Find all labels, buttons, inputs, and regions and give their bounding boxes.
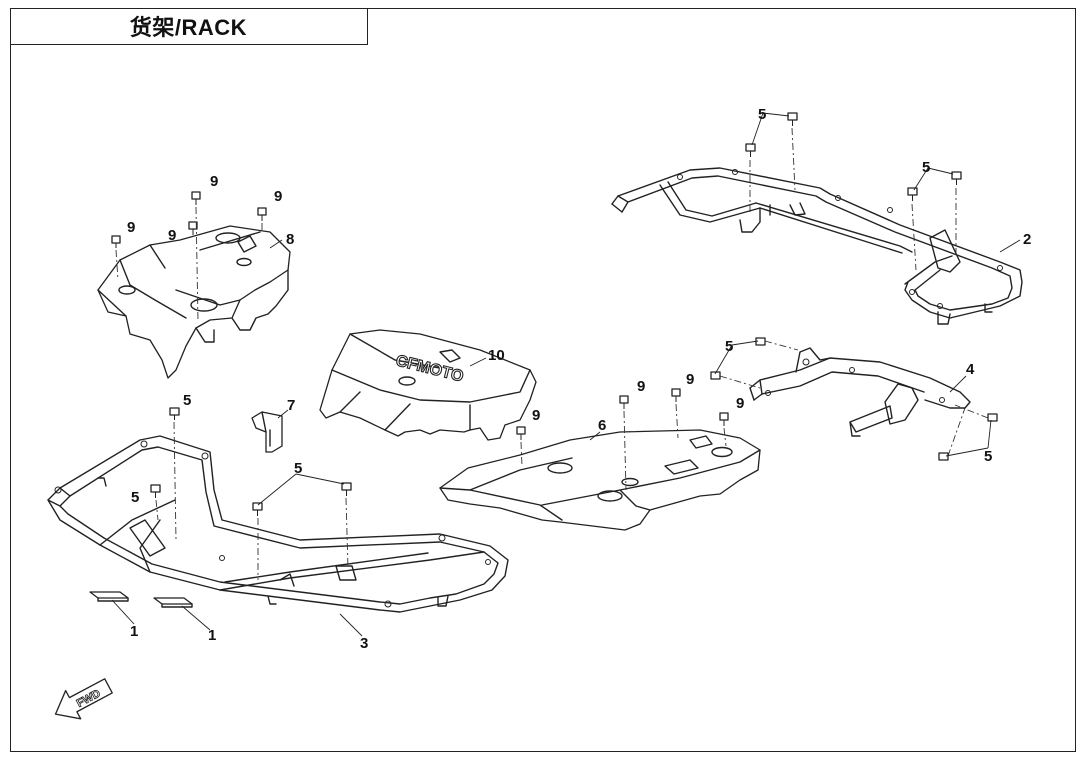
callout-5-mid: 5 bbox=[294, 460, 302, 477]
fwd-arrow-icon: FWD bbox=[54, 678, 113, 720]
callout-9-h: 9 bbox=[736, 395, 744, 412]
bolt-5-icon bbox=[938, 452, 949, 461]
callout-1a: 1 bbox=[130, 623, 138, 640]
bolt-9-icon bbox=[516, 426, 526, 440]
part-7-clip bbox=[251, 411, 283, 453]
bolt-9-icon bbox=[188, 221, 198, 235]
callout-9-d: 9 bbox=[274, 188, 282, 205]
callout-6: 6 bbox=[598, 417, 606, 434]
part-1-pad-right bbox=[153, 597, 193, 608]
fwd-label: FWD bbox=[75, 688, 103, 710]
callout-2: 2 bbox=[1023, 231, 1031, 248]
callout-9-c: 9 bbox=[168, 227, 176, 244]
bolt-9-icon bbox=[619, 395, 629, 409]
bolt-5-icon bbox=[150, 484, 161, 498]
bolt-9-icon bbox=[671, 388, 681, 402]
part-3-front-rack-frame bbox=[47, 435, 509, 613]
part-4-bracket bbox=[749, 347, 971, 437]
callout-7: 7 bbox=[287, 397, 295, 414]
bolt-5-icon bbox=[341, 482, 352, 496]
bolt-5-icon bbox=[745, 143, 756, 157]
bolt-5-icon bbox=[907, 187, 918, 201]
callout-5-l: 5 bbox=[131, 489, 139, 506]
callout-5-r2: 5 bbox=[984, 448, 992, 465]
callout-8: 8 bbox=[286, 231, 294, 248]
drawing-frame bbox=[10, 8, 1076, 752]
callout-1b: 1 bbox=[208, 627, 216, 644]
callout-9-a: 9 bbox=[127, 219, 135, 236]
leader-lines bbox=[111, 112, 1021, 637]
bolt-5-icon bbox=[951, 171, 962, 185]
bolt-9-icon bbox=[111, 235, 121, 248]
bolt-9-icon bbox=[191, 191, 201, 205]
callout-4: 4 bbox=[966, 361, 975, 378]
callout-5-tr2: 5 bbox=[922, 159, 930, 176]
part-10-logo-cover: CFMOTO bbox=[319, 329, 537, 441]
part-2-rear-rack-frame bbox=[611, 167, 1023, 325]
callout-5-tr1: 5 bbox=[758, 106, 766, 123]
bolt-9-icon bbox=[257, 207, 267, 221]
title-text: 货架/RACK bbox=[129, 15, 248, 40]
callout-10: 10 bbox=[488, 347, 505, 364]
bolt-5-icon bbox=[252, 502, 263, 516]
bolt-9-icon bbox=[719, 412, 729, 426]
drawing-title: 货架/RACK bbox=[10, 8, 368, 45]
bolt-5-icon bbox=[787, 112, 798, 126]
part-6-front-rack-cover bbox=[439, 429, 761, 531]
assembly-lines bbox=[115, 127, 989, 580]
part-1-pad-left bbox=[89, 591, 129, 602]
callout-9-f: 9 bbox=[637, 378, 645, 395]
callout-5-tl: 5 bbox=[183, 392, 191, 409]
bolt-5-icon bbox=[710, 371, 721, 380]
callouts: 2 4 3 1 1 6 7 8 10 5 5 5 5 5 5 5 9 9 9 9… bbox=[127, 106, 1031, 652]
bolt-5-icon bbox=[987, 413, 998, 422]
callout-9-g: 9 bbox=[686, 371, 694, 388]
callout-9-e: 9 bbox=[532, 407, 540, 424]
bolt-5-icon bbox=[169, 407, 180, 420]
callout-3: 3 bbox=[360, 635, 368, 652]
callout-9-b: 9 bbox=[210, 173, 218, 190]
part-8-rack-cover bbox=[97, 225, 291, 379]
callout-5-r1: 5 bbox=[725, 338, 733, 355]
